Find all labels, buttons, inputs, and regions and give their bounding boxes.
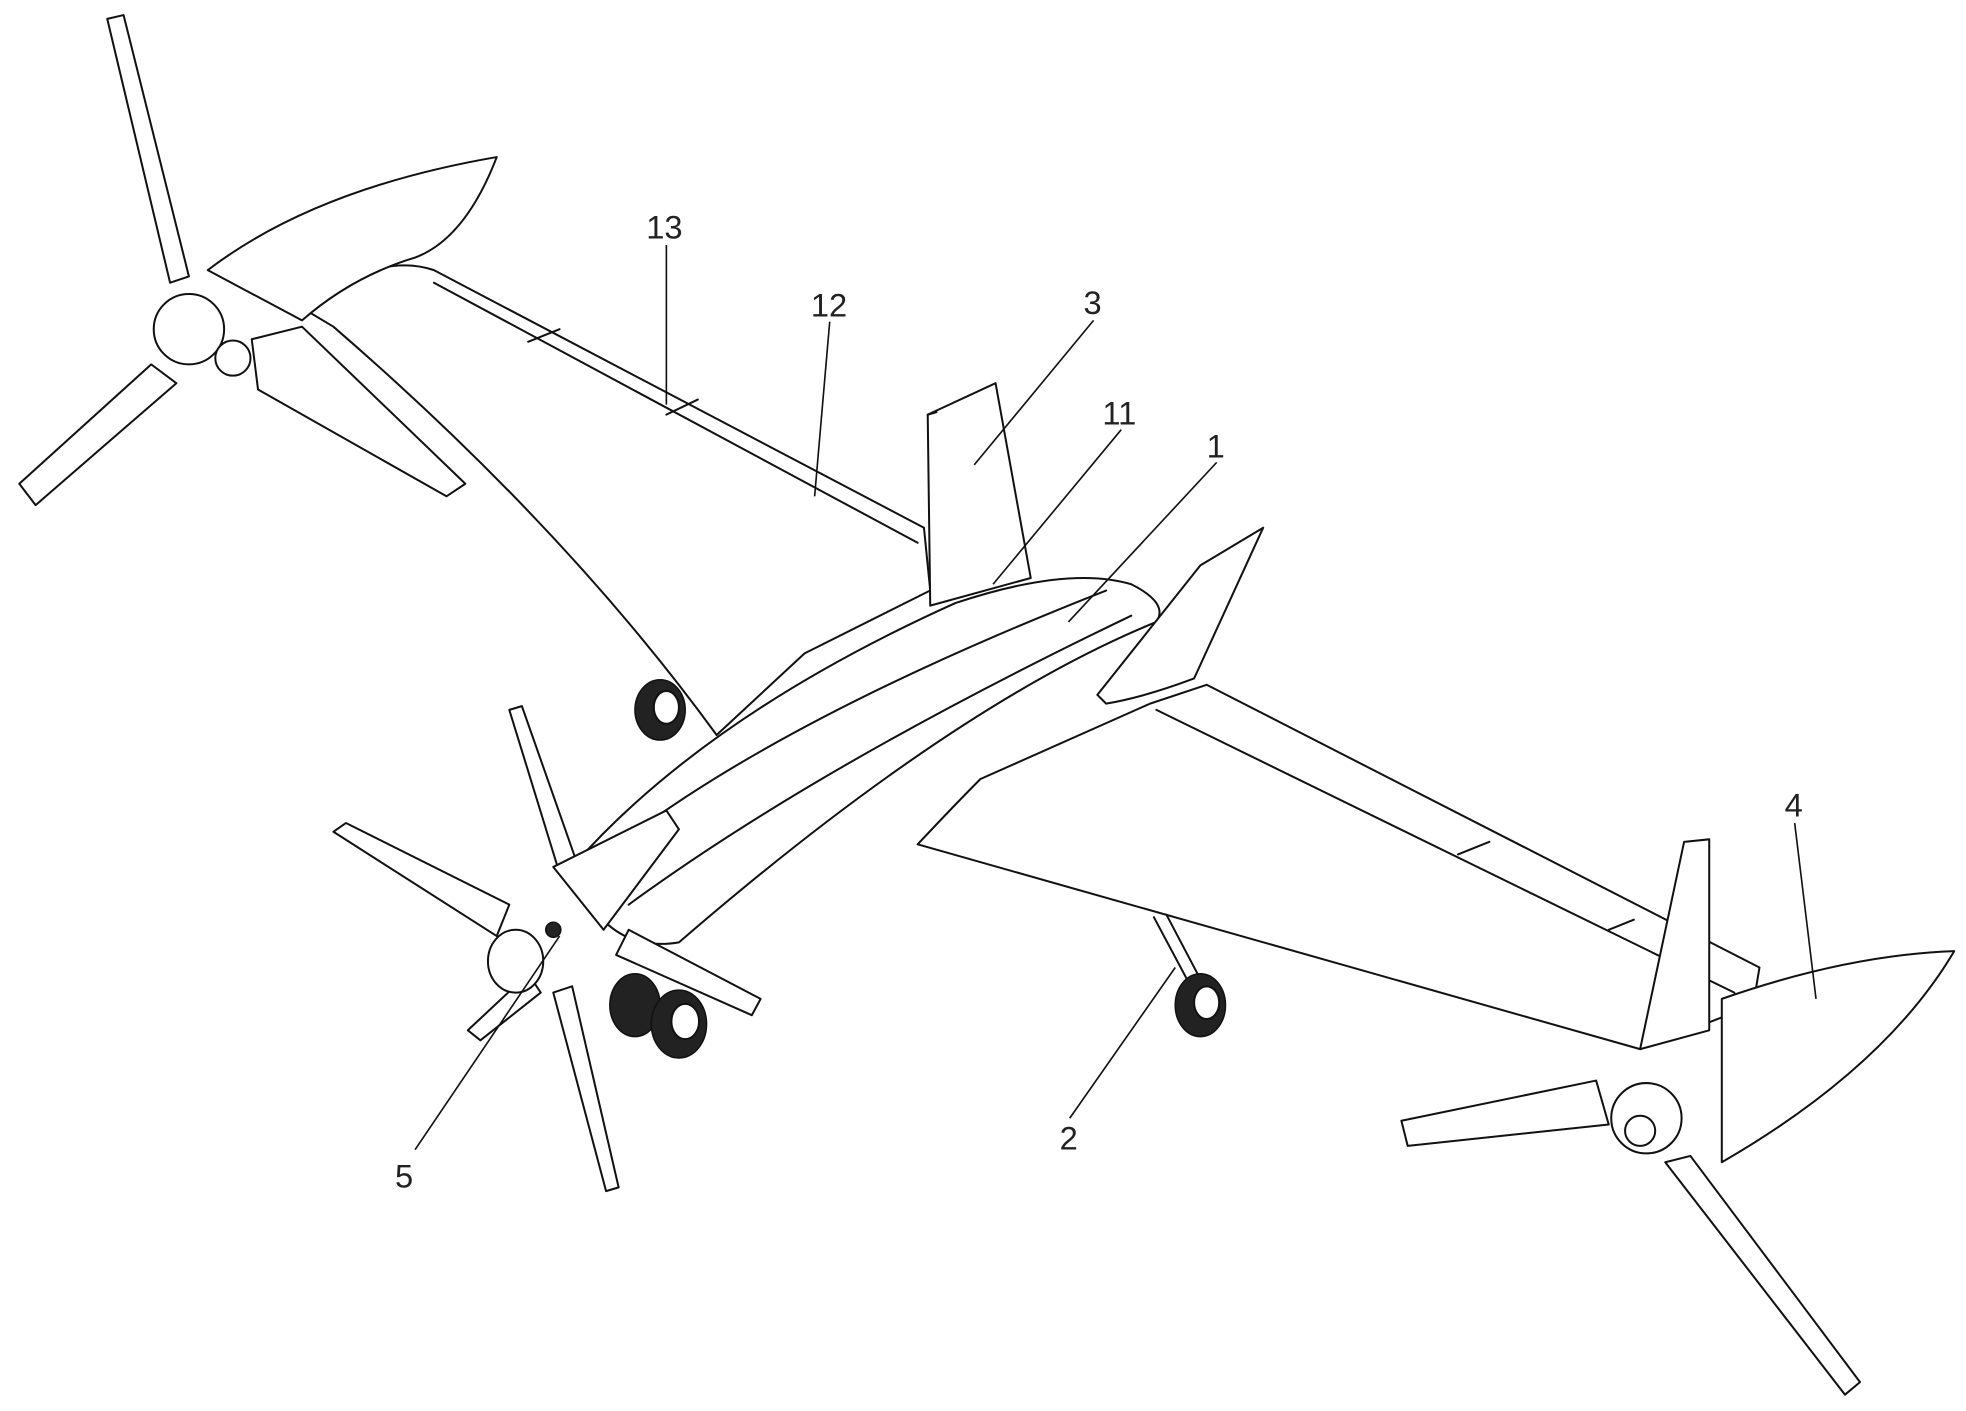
right-wing [918, 685, 1760, 1049]
label-3: 3 [1084, 284, 1102, 321]
label-5: 5 [395, 1157, 413, 1194]
label-4: 4 [1785, 787, 1803, 824]
vertical-fin-rear [928, 383, 1031, 605]
landing-gear-rear-wheel [635, 680, 685, 740]
label-1: 1 [1207, 427, 1225, 464]
label-13: 13 [646, 209, 682, 246]
label-12: 12 [811, 287, 847, 324]
label-11: 11 [1102, 395, 1136, 432]
label-2: 2 [1060, 1120, 1078, 1157]
landing-gear-main [1154, 915, 1226, 1037]
